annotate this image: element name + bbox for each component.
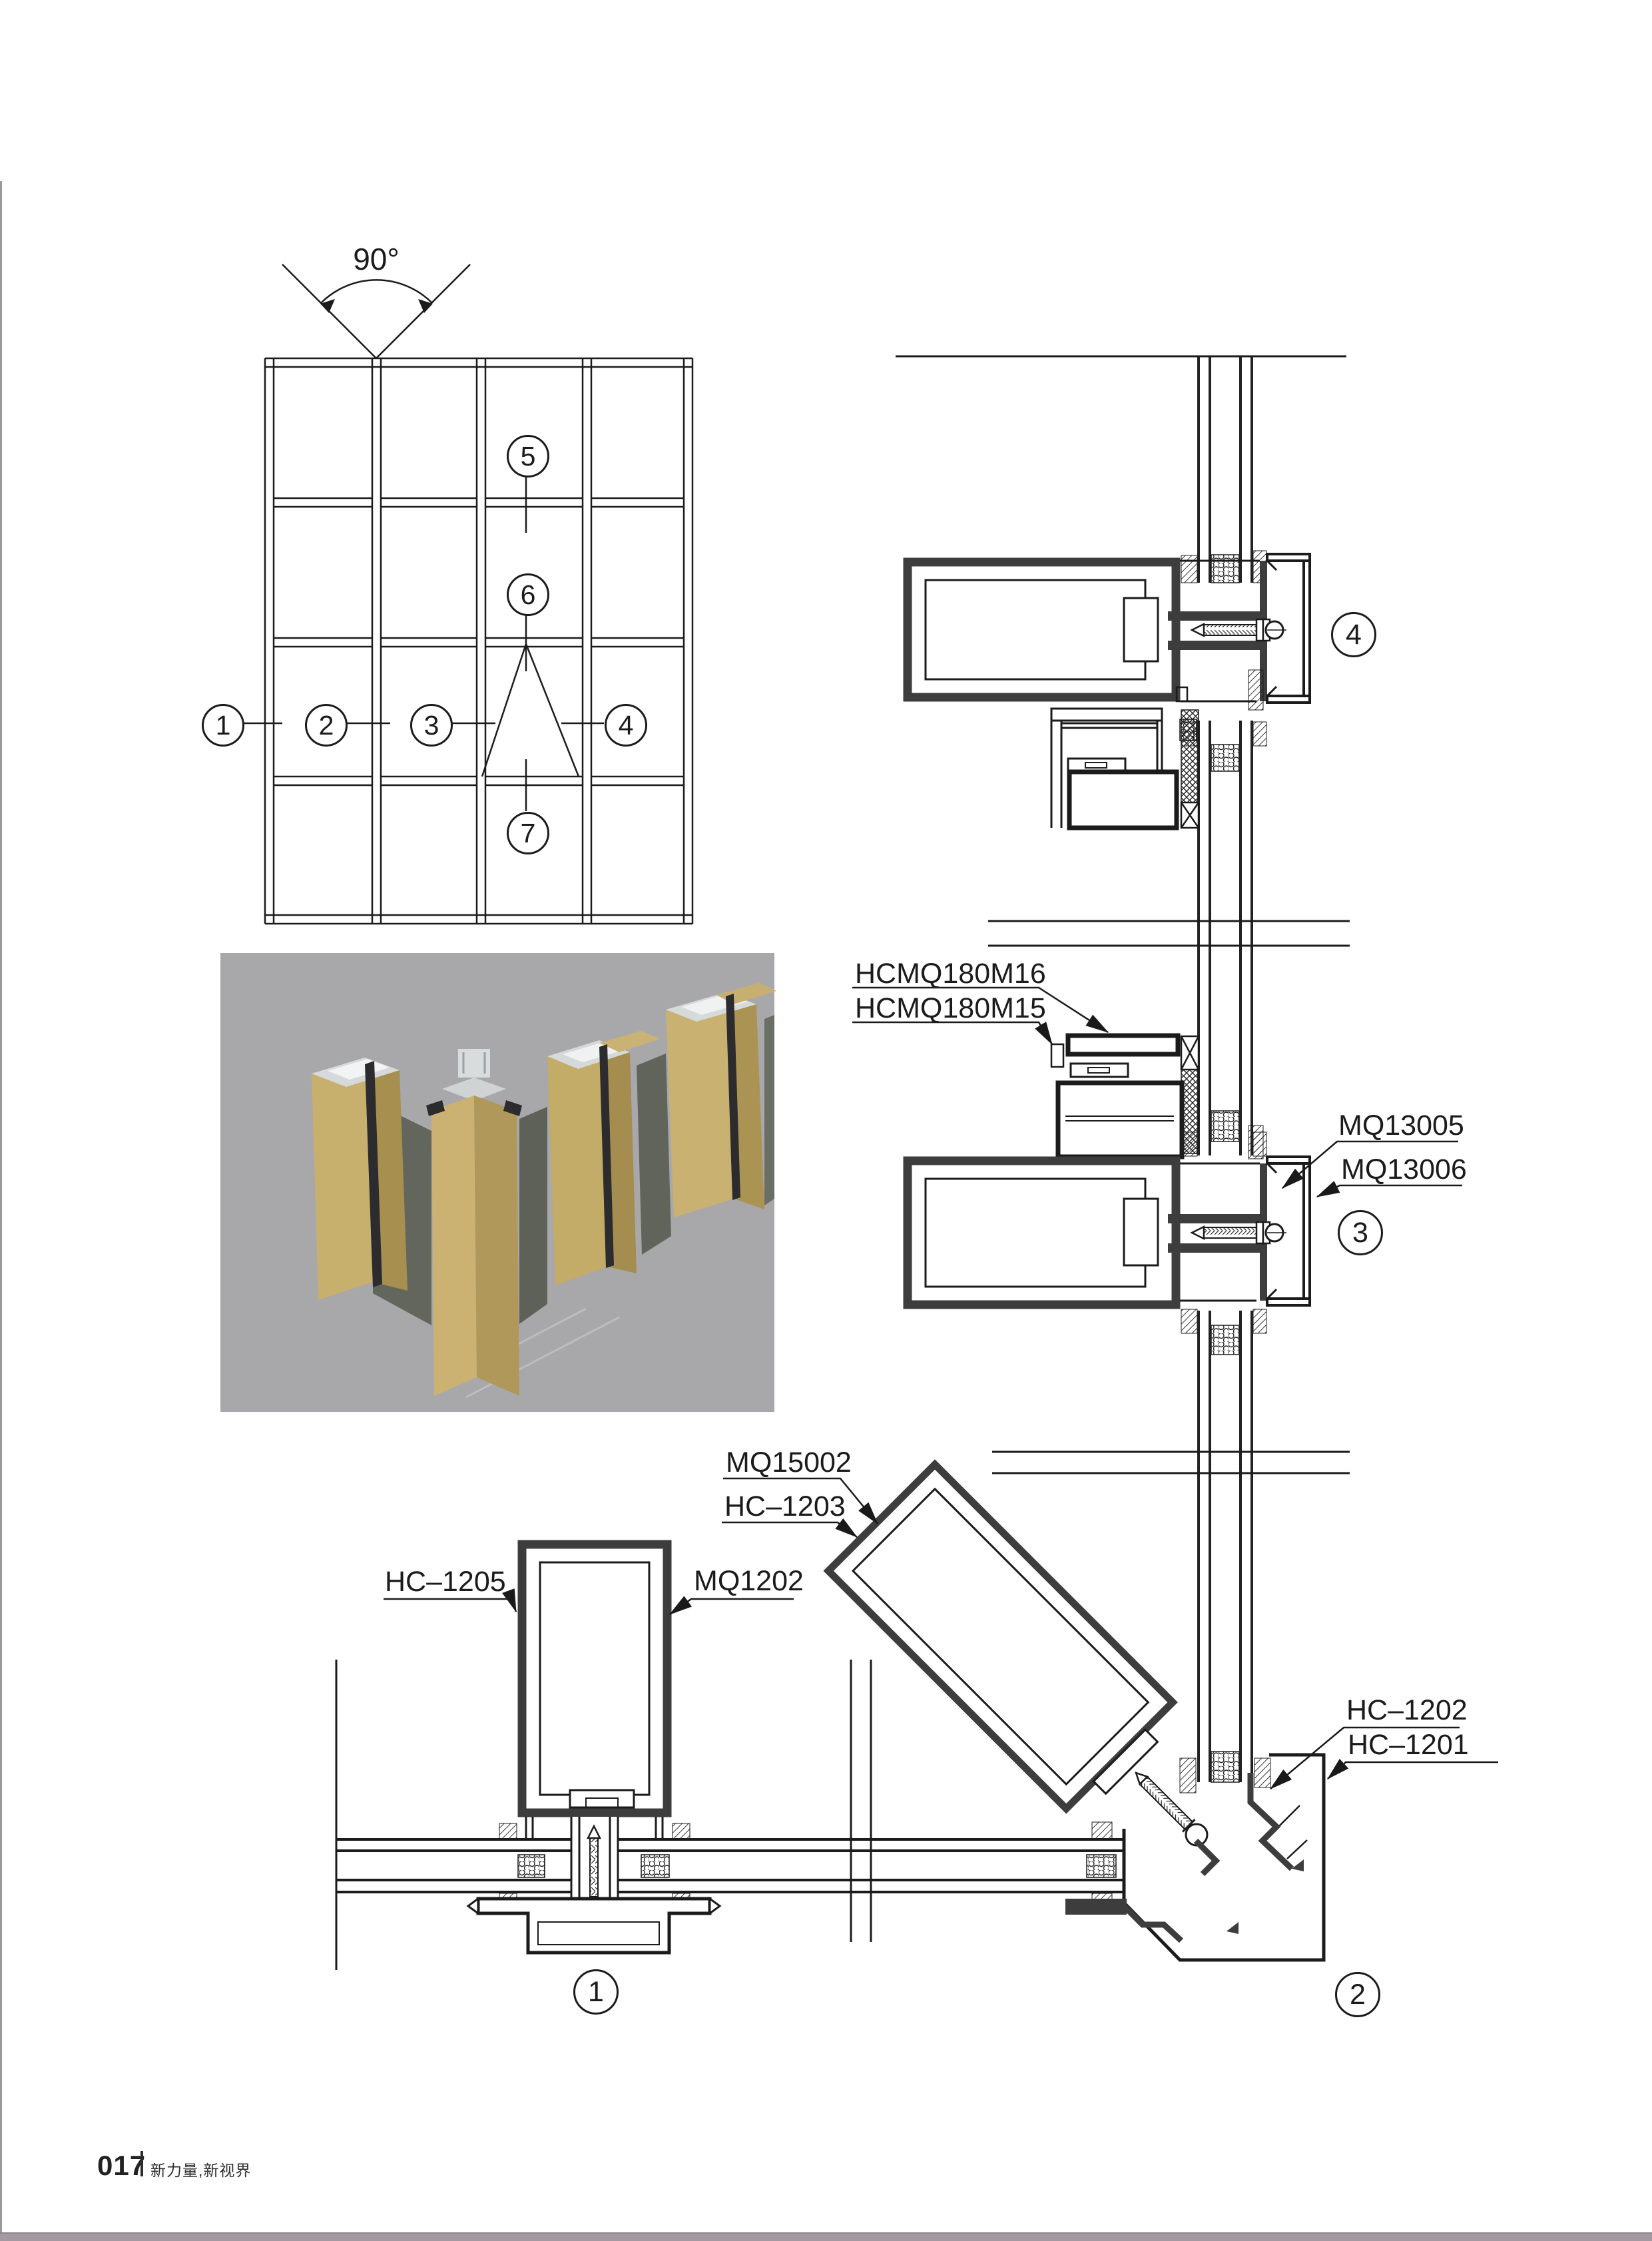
vertical-glazing-runs — [1197, 356, 1253, 1782]
perpendicular-clip — [1050, 686, 1189, 830]
elevation-callout-6: 6 — [507, 573, 549, 616]
part-label-hc1203: HC–1203 — [724, 1490, 846, 1522]
part-label-hcmq180m16: HCMQ180M16 — [855, 958, 1046, 990]
diagonal-mullion — [823, 1459, 1178, 1814]
cover-cap — [1266, 553, 1311, 704]
elevation-callout-leaders — [241, 474, 604, 811]
elevation-callout-2: 2 — [305, 704, 348, 747]
part-label-mq1202: MQ1202 — [694, 1565, 804, 1597]
elevation-callout-4: 4 — [605, 704, 647, 747]
cover-cap — [1266, 1155, 1311, 1307]
part-label-mq13005: MQ13005 — [1338, 1110, 1464, 1141]
fastener-screw — [1190, 1221, 1286, 1245]
section-detail-3 — [903, 1033, 1311, 1309]
elevation-grid-diagram — [241, 264, 694, 925]
label-leader-lines — [384, 986, 1498, 1789]
elevation-callout-5: 5 — [507, 435, 549, 478]
page-left-edge-line — [0, 181, 2, 2241]
fastener-screw — [1190, 618, 1286, 642]
fastener-screw — [1135, 1771, 1209, 1847]
vent-triangle — [481, 643, 580, 777]
part-label-hc1202: HC–1202 — [1346, 1694, 1468, 1726]
detail-callout-3: 3 — [1338, 1210, 1383, 1255]
section-detail-4 — [903, 553, 1311, 830]
part-label-hc1201: HC–1201 — [1348, 1729, 1469, 1761]
elevation-callout-3: 3 — [410, 704, 453, 747]
part-label-hcmq180m15: HCMQ180M15 — [855, 992, 1046, 1024]
page-number: 017 — [97, 2150, 146, 2181]
part-label-mq15002: MQ15002 — [726, 1446, 852, 1478]
corner-angle-symbol — [282, 264, 471, 359]
footer-slogan: 新力量,新视界 — [150, 2162, 252, 2179]
detail-callout-4: 4 — [1331, 612, 1376, 657]
break-lines — [335, 355, 1350, 1970]
corner-angle-label: 90° — [353, 242, 400, 276]
part-label-hc1205: HC–1205 — [385, 1566, 506, 1598]
section-detail-1 — [336, 1540, 1124, 1955]
profile-3d-render — [220, 953, 776, 1412]
detail-callout-2: 2 — [1335, 1972, 1380, 2017]
detail-callout-1: 1 — [573, 1969, 619, 2015]
elevation-callout-7: 7 — [507, 812, 549, 854]
footer-divider — [140, 2151, 143, 2176]
glazing-spacers — [1211, 554, 1240, 1783]
section-detail-2 — [823, 1459, 1326, 1962]
elevation-callout-1: 1 — [202, 704, 244, 747]
part-label-mq13006: MQ13006 — [1341, 1153, 1467, 1185]
page-bottom-bar — [0, 2232, 1652, 2241]
clip-assembly — [1050, 1033, 1185, 1159]
